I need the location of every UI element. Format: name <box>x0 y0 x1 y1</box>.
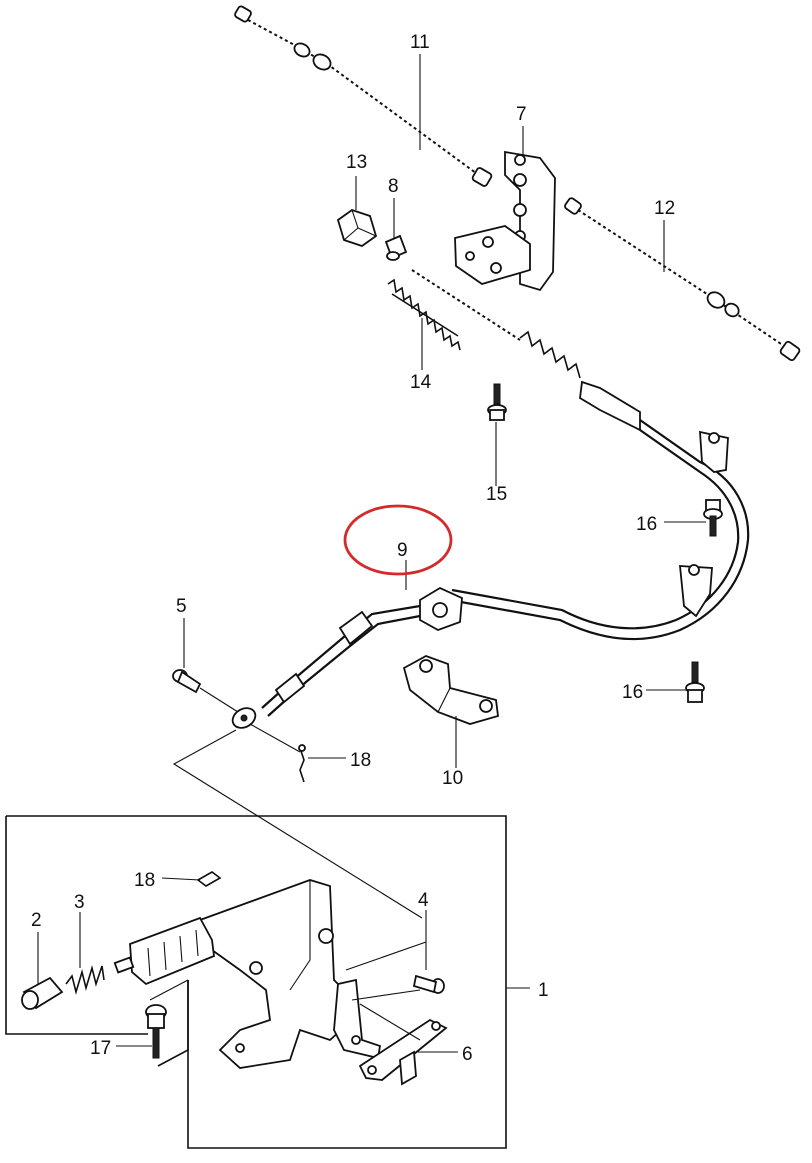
part-16-bolt-lower <box>685 661 705 703</box>
callout-18-upper: 18 <box>350 750 371 771</box>
callout-16-upper: 16 <box>636 514 657 535</box>
part-13-adjusting-nut <box>336 209 378 247</box>
part-3-button-spring <box>65 964 105 996</box>
part-17-bolt <box>145 1004 167 1059</box>
callout-7: 7 <box>516 104 527 125</box>
part-16-bolt-upper <box>703 499 723 537</box>
callout-2: 2 <box>31 910 42 931</box>
callout-1: 1 <box>538 980 549 1001</box>
part-18-cotter-pin-lower <box>196 871 222 887</box>
part-15-bolt <box>487 383 507 421</box>
part-1-parking-brake-lever <box>113 879 382 1069</box>
callout-4: 4 <box>418 890 429 911</box>
part-14-spring <box>387 278 461 351</box>
leader-lines <box>37 54 706 1053</box>
part-4-pin <box>412 974 445 994</box>
part-18-cotter-pin-upper <box>298 744 306 783</box>
callout-6: 6 <box>462 1044 473 1065</box>
part-6-ratchet-plate <box>358 1018 448 1086</box>
callout-15: 15 <box>486 484 507 505</box>
part-7-equalizer-bracket <box>454 150 556 292</box>
part-9-front-cable-assembly <box>231 269 750 729</box>
part-12-rear-cable-right <box>564 197 801 362</box>
highlight-circle-part-9 <box>343 504 453 576</box>
part-8-joint-pin <box>384 234 408 261</box>
callout-5: 5 <box>176 596 187 617</box>
callout-14: 14 <box>410 372 432 393</box>
callout-18-lower: 18 <box>134 870 155 891</box>
callout-17: 17 <box>90 1038 111 1059</box>
part-5-clevis-pin <box>172 669 202 694</box>
part-10-cable-clamp <box>402 655 499 725</box>
part-2-release-button <box>21 976 64 1010</box>
callout-11: 11 <box>410 32 430 53</box>
callout-9: 9 <box>397 540 408 561</box>
callout-10: 10 <box>442 768 463 789</box>
part-11-rear-cable-left <box>234 5 493 187</box>
lever-assembly-box <box>5 815 530 1149</box>
callout-8: 8 <box>388 176 399 197</box>
callout-16-lower: 16 <box>622 682 643 703</box>
callout-13: 13 <box>346 152 367 173</box>
callout-12: 12 <box>654 198 675 219</box>
callout-3: 3 <box>74 892 85 913</box>
